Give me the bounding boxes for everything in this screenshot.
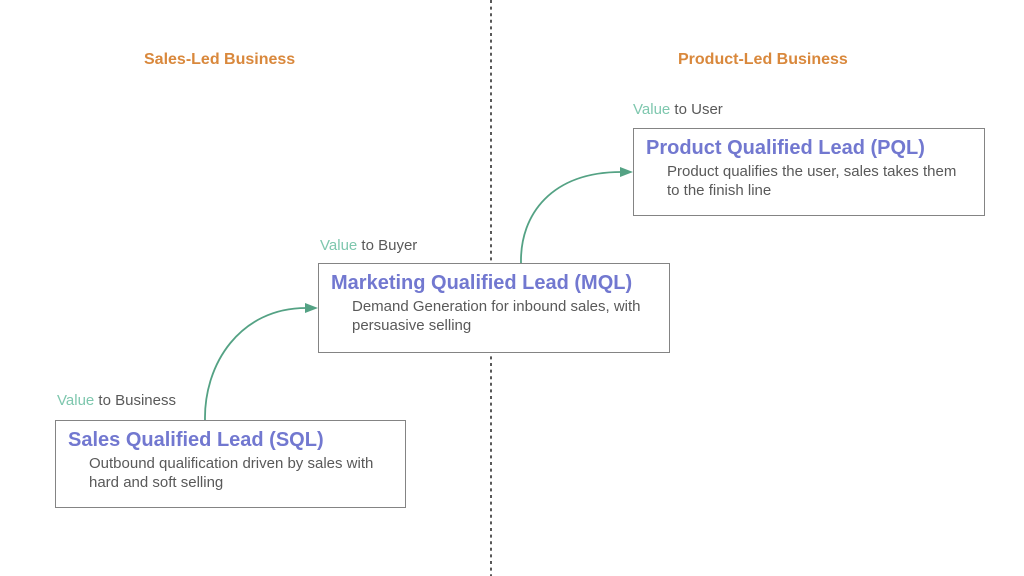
section-header-product-led: Product-Led Business	[678, 51, 848, 68]
product-qualified-lead-box: Product Qualified Lead (PQL) Product qua…	[633, 128, 985, 216]
value-word-highlight: Value	[320, 237, 358, 254]
arrow-sql-to-mql	[204, 307, 307, 421]
mql-box-title: Marketing Qualified Lead (MQL)	[331, 272, 633, 294]
sql-box-description: Outbound qualification driven by sales w…	[89, 455, 374, 491]
arrowhead-sql-to-mql-icon	[305, 303, 318, 313]
marketing-qualified-lead-box: Marketing Qualified Lead (MQL) Demand Ge…	[318, 263, 670, 353]
value-label-rest: to Business	[94, 392, 176, 409]
value-to-user-label: Value to User	[633, 101, 723, 118]
value-label-rest: to Buyer	[357, 237, 418, 254]
value-word-highlight: Value	[57, 392, 95, 409]
arrow-mql-to-pql	[520, 171, 622, 264]
value-to-buyer-label: Value to Buyer	[320, 237, 417, 254]
pql-box-title: Product Qualified Lead (PQL)	[646, 137, 925, 159]
sales-qualified-lead-box: Sales Qualified Lead (SQL) Outbound qual…	[55, 420, 406, 508]
value-word-highlight: Value	[633, 101, 671, 118]
sql-box-title: Sales Qualified Lead (SQL)	[68, 429, 324, 451]
pql-box-description: Product qualifies the user, sales takes …	[667, 163, 957, 199]
value-label-rest: to User	[670, 101, 723, 118]
section-header-sales-led: Sales-Led Business	[144, 51, 296, 68]
arrowhead-mql-to-pql-icon	[620, 167, 633, 177]
mql-box-description: Demand Generation for inbound sales, wit…	[352, 298, 641, 334]
value-to-business-label: Value to Business	[57, 392, 176, 409]
